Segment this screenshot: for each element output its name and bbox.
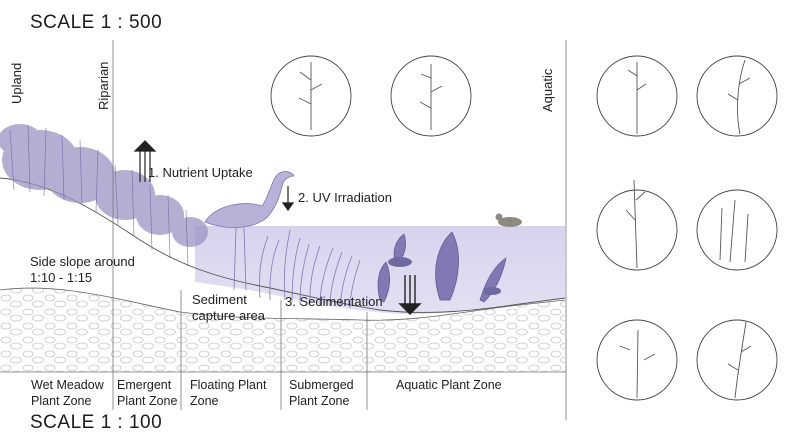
- scale-bottom-label: SCALE 1 : 100: [30, 412, 162, 434]
- uv-irradiation-label: 2. UV Irradiation: [298, 190, 392, 205]
- bank-vegetation: [0, 124, 208, 247]
- sedimentation-label: 3. Sedimentation: [285, 294, 383, 309]
- scale-top-label: SCALE 1 : 500: [30, 12, 162, 34]
- zone-aquatic: Aquatic Plant Zone: [396, 377, 502, 393]
- aquatic-label: Aquatic: [540, 69, 555, 112]
- upland-label: Upland: [9, 63, 24, 104]
- plant-illustration-icon: [597, 320, 677, 400]
- duck-illustration: [496, 214, 523, 228]
- plant-illustration-icon: [597, 56, 677, 136]
- nutrient-uptake-label: 1. Nutrient Uptake: [148, 165, 253, 180]
- plant-illustration-icon: [697, 190, 777, 270]
- uv-irradiation-arrow: [283, 186, 293, 210]
- plant-illustration-icon: [697, 56, 777, 136]
- plant-illustration-icon: [391, 56, 471, 136]
- sediment-capture-label: Sediment capture area: [192, 292, 265, 324]
- plant-illustration-icon: [697, 320, 777, 400]
- plant-illustration-icon: [597, 180, 677, 270]
- side-slope-label: Side slope around 1:10 - 1:15: [30, 254, 135, 286]
- plant-illustration-icon: [271, 56, 351, 136]
- riparian-label: Riparian: [96, 62, 111, 110]
